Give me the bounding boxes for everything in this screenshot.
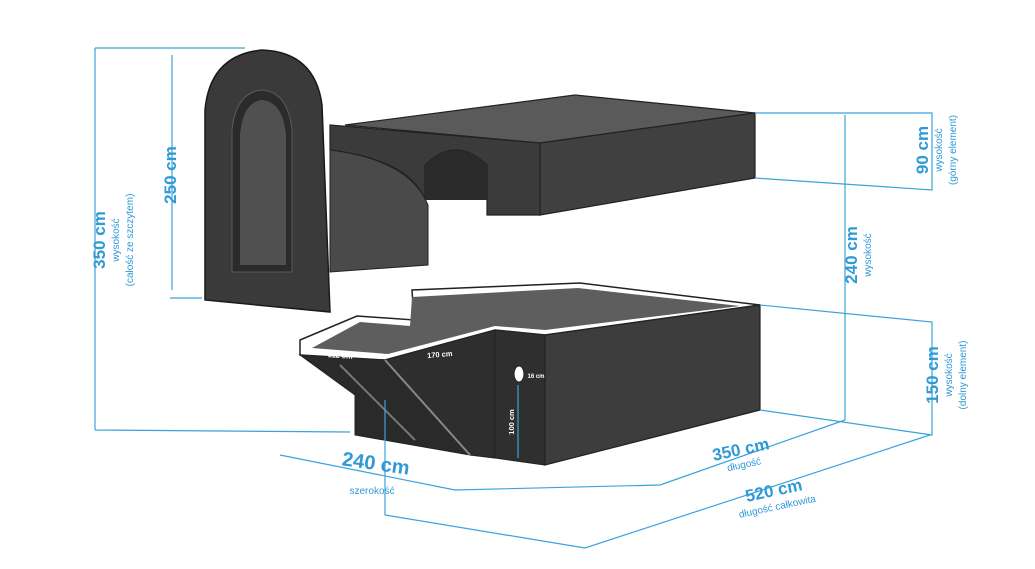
total-height-note: (całość ze szczytem) bbox=[125, 194, 136, 287]
height-label: 240 cm wysokość bbox=[842, 226, 874, 284]
gable-height-label: 250 cm bbox=[161, 146, 180, 204]
top-height-note: (górny element) bbox=[948, 115, 959, 185]
total-height-value: 350 cm bbox=[90, 211, 109, 269]
dimension-lines bbox=[94, 47, 933, 549]
length-label: 350 cm długość bbox=[711, 434, 771, 474]
hole-height-value: 100 cm bbox=[507, 409, 516, 435]
total-length-label: 520 cm długość całkowita bbox=[738, 475, 817, 520]
height-value: 240 cm bbox=[842, 226, 861, 284]
lower-element bbox=[298, 282, 761, 466]
top-height-value: 90 cm bbox=[913, 126, 932, 174]
width-caption: szerokość bbox=[349, 486, 394, 497]
top-height-caption: wysokość bbox=[934, 128, 945, 172]
ramp-length-value: 170 cm bbox=[427, 349, 453, 360]
hole-height-label: 100 cm bbox=[507, 409, 516, 435]
upper-element bbox=[204, 49, 756, 313]
entry-width-value: 112 cm bbox=[327, 350, 353, 361]
total-height-label: 350 cm wysokość (całość ze szczytem) bbox=[90, 194, 136, 287]
width-label: 240 cm bbox=[341, 448, 411, 479]
bottom-height-note: (dolny element) bbox=[958, 341, 969, 410]
bottom-height-caption: wysokość bbox=[944, 353, 955, 397]
height-caption: wysokość bbox=[863, 233, 874, 277]
top-height-label: 90 cm wysokość (górny element) bbox=[913, 115, 959, 185]
bottom-height-value: 150 cm bbox=[923, 346, 942, 404]
total-height-caption: wysokość bbox=[111, 218, 122, 262]
gable-height-value: 250 cm bbox=[161, 146, 180, 204]
width-value: 240 cm bbox=[341, 448, 411, 479]
hole-diameter-value: 16 cm bbox=[527, 374, 544, 380]
bottom-height-label: 150 cm wysokość (dolny element) bbox=[923, 341, 969, 410]
